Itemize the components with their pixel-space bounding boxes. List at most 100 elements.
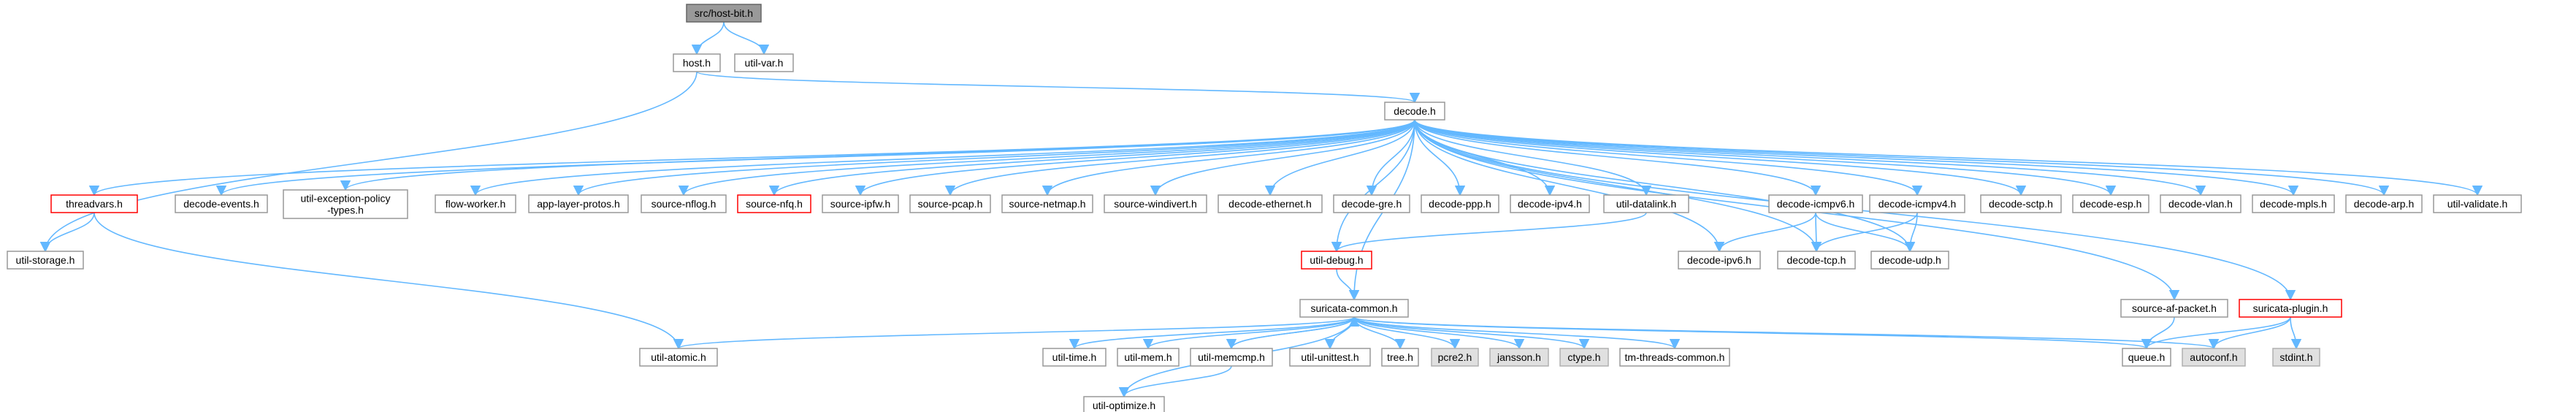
node-box — [641, 194, 727, 213]
node-label: tree.h — [1387, 351, 1413, 363]
node-srcipfw[interactable]: source-ipfw.h — [822, 194, 899, 213]
node-label: util-unittest.h — [1301, 351, 1358, 363]
node-box — [1042, 348, 1107, 367]
node-suricommon[interactable]: suricata-common.h — [1299, 299, 1409, 318]
node-decipv6[interactable]: decode-ipv6.h — [1678, 251, 1761, 270]
node-label: util-mem.h — [1124, 351, 1172, 363]
node-box — [435, 194, 516, 213]
node-decvlan[interactable]: decode-vlan.h — [2160, 194, 2241, 213]
node-label: util-storage.h — [16, 254, 75, 266]
node-box — [1083, 396, 1165, 412]
edge-decode-to-srcwindivert — [1150, 119, 1415, 197]
edge-decode-to-applayer — [573, 119, 1415, 197]
node-utilatomic[interactable]: util-atomic.h — [639, 348, 718, 367]
node-label: decode-icmpv6.h — [1777, 198, 1855, 210]
node-decode[interactable]: decode.h — [1384, 102, 1445, 121]
node-label: decode-tcp.h — [1787, 254, 1846, 266]
node-utiloptimize[interactable]: util-optimize.h — [1083, 396, 1165, 412]
node-label: decode-ethernet.h — [1228, 198, 1312, 210]
node-box — [1301, 251, 1372, 270]
node-box — [1001, 194, 1093, 213]
edge-decode-to-flowworker — [470, 119, 1415, 197]
node-tmthreads[interactable]: tm-threads-common.h — [1619, 348, 1730, 367]
node-tree[interactable]: tree.h — [1381, 348, 1419, 367]
node-utildebug[interactable]: util-debug.h — [1301, 251, 1372, 270]
node-box — [673, 53, 721, 72]
node-decipv4[interactable]: decode-ipv4.h — [1510, 194, 1590, 213]
node-decether[interactable]: decode-ethernet.h — [1218, 194, 1323, 213]
node-utilvalidate[interactable]: util-validate.h — [2433, 194, 2522, 213]
node-decarp[interactable]: decode-arp.h — [2345, 194, 2423, 213]
node-decgre[interactable]: decode-gre.h — [1333, 194, 1410, 213]
node-decicmpv6[interactable]: decode-icmpv6.h — [1768, 194, 1863, 213]
node-label: decode-udp.h — [1879, 254, 1941, 266]
node-srcpcap[interactable]: source-pcap.h — [909, 194, 991, 213]
node-srcnflog[interactable]: source-nflog.h — [641, 194, 727, 213]
node-jansson[interactable]: jansson.h — [1489, 348, 1549, 367]
node-utiltime[interactable]: util-time.h — [1042, 348, 1107, 367]
node-label: util-validate.h — [2447, 198, 2508, 210]
node-box — [528, 194, 629, 213]
node-stdint[interactable]: stdint.h — [2272, 348, 2320, 367]
node-flowworker[interactable]: flow-worker.h — [435, 194, 516, 213]
file-nodes: src/host-bit.h host.h util-var.h decode.h th… — [7, 4, 2522, 412]
edge-decode-to-srcnfq — [769, 119, 1415, 197]
edge-decicmpv6-to-decipv6 — [1713, 212, 1816, 253]
node-box — [686, 4, 762, 23]
node-label: pcre2.h — [1438, 351, 1472, 363]
node-decsctp[interactable]: decode-sctp.h — [1980, 194, 2062, 213]
node-box — [639, 348, 718, 367]
node-utilexc[interactable]: util-exception-policy-types.h — [283, 189, 408, 219]
node-srcnfq[interactable]: source-nfq.h — [737, 194, 811, 213]
node-label: util-memcmp.h — [1198, 351, 1265, 363]
node-utilmemcmp[interactable]: util-memcmp.h — [1190, 348, 1273, 367]
node-dectcp[interactable]: decode-tcp.h — [1777, 251, 1856, 270]
node-box — [1104, 194, 1207, 213]
node-threadvars[interactable]: threadvars.h — [50, 194, 138, 213]
node-host[interactable]: host.h — [673, 53, 721, 72]
node-utilunittest[interactable]: util-unittest.h — [1289, 348, 1371, 367]
node-decevents[interactable]: decode-events.h — [175, 194, 268, 213]
node-decmpls[interactable]: decode-mpls.h — [2252, 194, 2335, 213]
edge-decode-to-srcnflog — [679, 119, 1415, 197]
node-box — [2239, 299, 2342, 318]
node-decicmpv4[interactable]: decode-icmpv4.h — [1869, 194, 1965, 213]
node-root[interactable]: src/host-bit.h — [686, 4, 762, 23]
node-srcwindivert[interactable]: source-windivert.h — [1104, 194, 1207, 213]
node-suriplugin[interactable]: suricata-plugin.h — [2239, 299, 2342, 318]
node-srcnetmap[interactable]: source-netmap.h — [1001, 194, 1093, 213]
node-utilmem[interactable]: util-mem.h — [1117, 348, 1180, 367]
node-utilstorage[interactable]: util-storage.h — [7, 251, 84, 270]
node-box — [1299, 299, 1409, 318]
node-pcre2[interactable]: pcre2.h — [1431, 348, 1479, 367]
node-applayer[interactable]: app-layer-protos.h — [528, 194, 629, 213]
node-decppp[interactable]: decode-ppp.h — [1421, 194, 1499, 213]
node-utildatalink[interactable]: util-datalink.h — [1603, 194, 1689, 213]
node-label: tm-threads-common.h — [1625, 351, 1725, 363]
node-decesp[interactable]: decode-esp.h — [2072, 194, 2149, 213]
edge-decode-to-decvlan — [1414, 119, 2206, 197]
node-srcafpacket[interactable]: source-af-packet.h — [2120, 299, 2228, 318]
node-box — [737, 194, 811, 213]
node-box — [2120, 299, 2228, 318]
node-autoconf[interactable]: autoconf.h — [2182, 348, 2246, 367]
edge-decode-to-decsctp — [1414, 119, 2026, 197]
node-box — [1559, 348, 1609, 367]
edge-decode-to-decesp — [1414, 119, 2116, 197]
node-label: decode-sctp.h — [1989, 198, 2053, 210]
node-utilvar[interactable]: util-var.h — [734, 53, 794, 72]
node-box — [2072, 194, 2149, 213]
edge-host-to-utilstorage — [39, 71, 697, 253]
node-ctype[interactable]: ctype.h — [1559, 348, 1609, 367]
node-box — [2252, 194, 2335, 213]
edge-decode-to-decether — [1264, 119, 1415, 197]
edge-suricommon-to-ctype — [1353, 316, 1590, 350]
node-label: decode-ipv4.h — [1518, 198, 1582, 210]
edge-decicmpv4-to-dectcp — [1811, 212, 1918, 253]
node-label: util-var.h — [745, 57, 784, 69]
node-decudp[interactable]: decode-udp.h — [1870, 251, 1949, 270]
node-queue[interactable]: queue.h — [2122, 348, 2171, 367]
edge-suricommon-to-utiltime — [1069, 316, 1355, 350]
node-box — [1421, 194, 1499, 213]
node-box — [1117, 348, 1180, 367]
